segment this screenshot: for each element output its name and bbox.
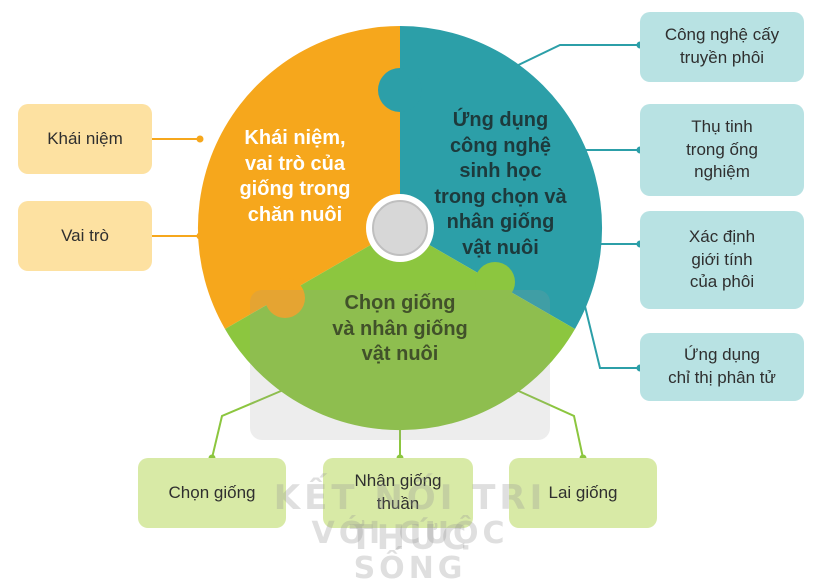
watermark-line-1: KẾT NỐI TRI THỨC <box>273 478 547 558</box>
box-cong-nghe-cay-truyen-phoi-label: Công nghệ cấy truyền phôi <box>664 25 780 67</box>
box-chon-giong: Chọn giống <box>138 458 286 528</box>
box-khai-niem: Khái niệm <box>18 104 152 174</box>
segment-orange-label: Khái niệm, vai trò của giống trong chăn … <box>239 127 351 226</box>
box-thu-tinh-trong-ong-nghiem-label: Thụ tinh trong ống nghiệm <box>686 116 758 182</box>
connector-lai-giong <box>511 387 584 459</box>
box-cong-nghe-cay-truyen-phoi: Công nghệ cấy truyền phôi <box>640 12 804 82</box>
segment-orange <box>197 25 400 329</box>
puzzle-bump-teal <box>378 68 422 112</box>
connector-cong-nghe-cay <box>507 44 640 71</box>
diagram-canvas <box>152 25 644 462</box>
segment-teal <box>400 25 603 329</box>
box-khai-niem-label: Khái niệm <box>47 128 123 148</box>
box-xac-dinh-gioi-tinh: Xác định giới tính của phôi <box>640 211 804 309</box>
box-thu-tinh-trong-ong-nghiem: Thụ tinh trong ống nghiệm <box>640 104 804 196</box>
box-nhan-giong-thuan: Nhân giống thuần <box>323 458 473 528</box>
box-lai-giong: Lai giống <box>509 458 657 528</box>
connector-chon-giong <box>211 387 289 459</box>
puzzle-bump-green <box>475 262 515 302</box>
connector-chi-thi <box>582 297 640 369</box>
box-xac-dinh-gioi-tinh-label: Xác định giới tính của phôi <box>688 226 756 292</box>
box-nhan-giong-thuan-label: Nhân giống thuần <box>354 471 442 513</box>
segment-teal-label: Ứng dụng công nghệ sinh học trong chọn v… <box>434 109 567 259</box>
box-vai-tro: Vai trò <box>18 201 152 271</box>
box-vai-tro-label: Vai trò <box>61 225 109 245</box>
puzzle-bump-orange <box>265 278 305 318</box>
box-ung-dung-chi-thi-phan-tu: Ứng dụng chỉ thị phân tử <box>640 333 804 401</box>
box-lai-giong-label: Lai giống <box>548 482 618 502</box>
watermark-line-2: VỚI CUỘC SỐNG <box>311 516 509 586</box>
box-ung-dung-chi-thi-phan-tu-label: Ứng dụng chỉ thị phân tử <box>668 345 776 387</box>
box-chon-giong-label: Chọn giống <box>168 482 256 502</box>
watermark-logo-shape <box>250 290 550 440</box>
segment-green-label: Chọn giống và nhân giống vật nuôi <box>332 292 468 366</box>
